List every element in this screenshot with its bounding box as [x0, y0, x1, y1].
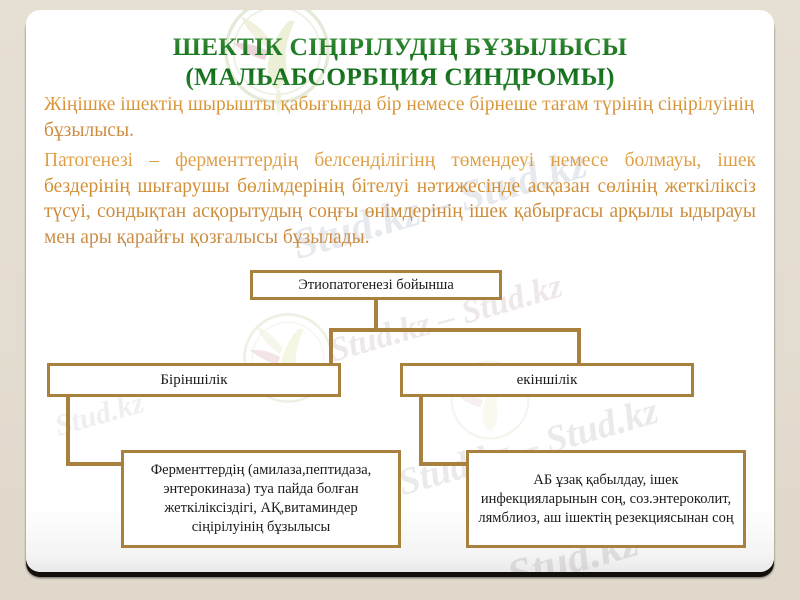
connector-secondary-vertical — [419, 394, 423, 466]
diagram-node-secondary-detail: АБ ұзақ қабылдау, ішек инфекцияларынын с… — [466, 450, 746, 548]
diagram-node-primary: Біріншілік — [47, 363, 341, 397]
pathogenesis-paragraph: Патогенезі – ферменттердің белсенділігін… — [44, 148, 756, 250]
classification-diagram: Этиопатогенезі бойынша Біріншілік екінші… — [26, 10, 774, 572]
diagram-node-primary-detail: Ферменттердің (амилаза,пептидаза, энтеро… — [121, 450, 401, 548]
connector-primary-horizontal — [66, 462, 126, 466]
diagram-node-secondary: екіншілік — [400, 363, 694, 397]
diagram-node-secondary-label: екіншілік — [516, 371, 578, 388]
diagram-node-root-label: Этиопатогенезі бойынша — [298, 276, 454, 293]
connector-secondary-horizontal — [419, 462, 473, 466]
connector-root-vertical — [374, 298, 378, 331]
diagram-node-primary-detail-label: Ферменттердің (амилаза,пептидаза, энтеро… — [150, 462, 372, 535]
definition-paragraph: Жіңішке ішектің шырышты қабығында бір не… — [44, 92, 756, 143]
slide-content-card: Stud.kz – Stud.kz Stud.kz – Stud.kz Stud… — [26, 10, 774, 572]
connector-right-branch — [577, 328, 581, 366]
diagram-node-secondary-detail-label: АБ ұзақ қабылдау, ішек инфекцияларынын с… — [478, 471, 734, 526]
connector-split-horizontal — [329, 328, 581, 332]
connector-primary-vertical — [66, 394, 70, 466]
diagram-node-primary-label: Біріншілік — [160, 371, 228, 388]
diagram-node-root: Этиопатогенезі бойынша — [250, 270, 502, 300]
connector-left-branch — [329, 328, 333, 366]
